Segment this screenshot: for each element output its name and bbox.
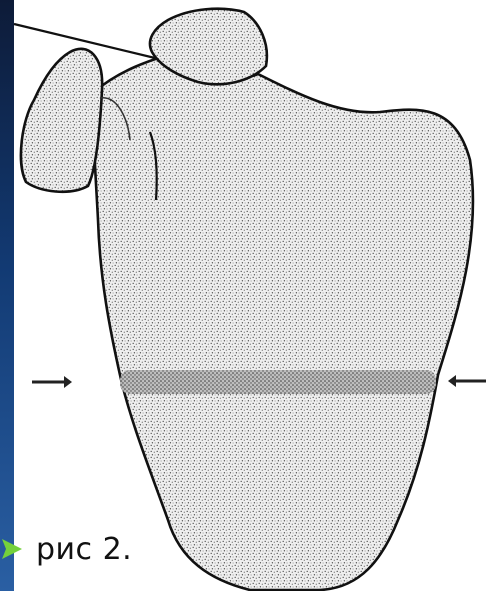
right-arrow-head xyxy=(448,375,456,387)
dense-band xyxy=(120,370,436,394)
glenoid-outline xyxy=(21,49,102,192)
figure-caption: рис 2. xyxy=(36,532,132,567)
green-arrow-bullet-icon xyxy=(2,539,22,559)
caption-row: рис 2. xyxy=(0,526,132,572)
left-arrow-head xyxy=(64,376,72,388)
